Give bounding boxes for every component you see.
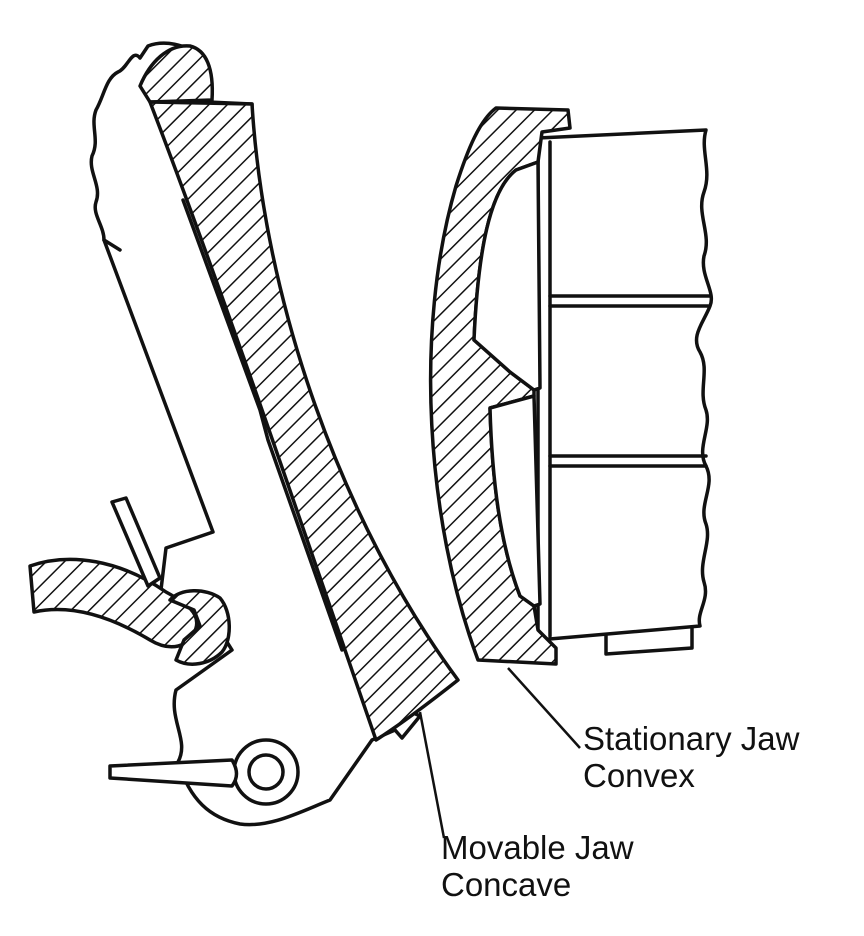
stationary-jaw-leader <box>507 667 581 749</box>
crusher-frame <box>536 128 714 642</box>
jaw-stock-inner-line <box>181 198 344 652</box>
movable-jaw-label-line1: Movable Jaw <box>441 829 634 866</box>
frame-foot <box>604 626 694 656</box>
pivot-eye-inner <box>247 753 285 791</box>
stationary-jaw-label: Stationary Jaw Convex <box>583 720 799 794</box>
plate-pocket-lower <box>488 394 542 608</box>
spring-rod <box>108 758 239 788</box>
movable-jaw-label-line2: Concave <box>441 866 572 903</box>
stationary-jaw-assembly <box>428 106 714 666</box>
pivot-eye-outer <box>232 738 300 806</box>
jaw-plate-cap <box>138 44 215 104</box>
plate-pocket-upper <box>472 160 542 392</box>
stationary-jaw-label-line2: Convex <box>583 757 695 794</box>
movable-jaw-plate <box>148 100 460 742</box>
toggle-seat <box>168 589 231 666</box>
tension-rod <box>110 496 162 588</box>
movable-jaw-assembly <box>28 41 460 827</box>
stationary-jaw-label-line1: Stationary Jaw <box>583 720 800 757</box>
movable-jaw-label: Movable Jaw Concave <box>441 829 634 903</box>
jaw-stock-inner-line-2 <box>102 238 122 252</box>
movable-jaw-leader <box>418 711 446 839</box>
